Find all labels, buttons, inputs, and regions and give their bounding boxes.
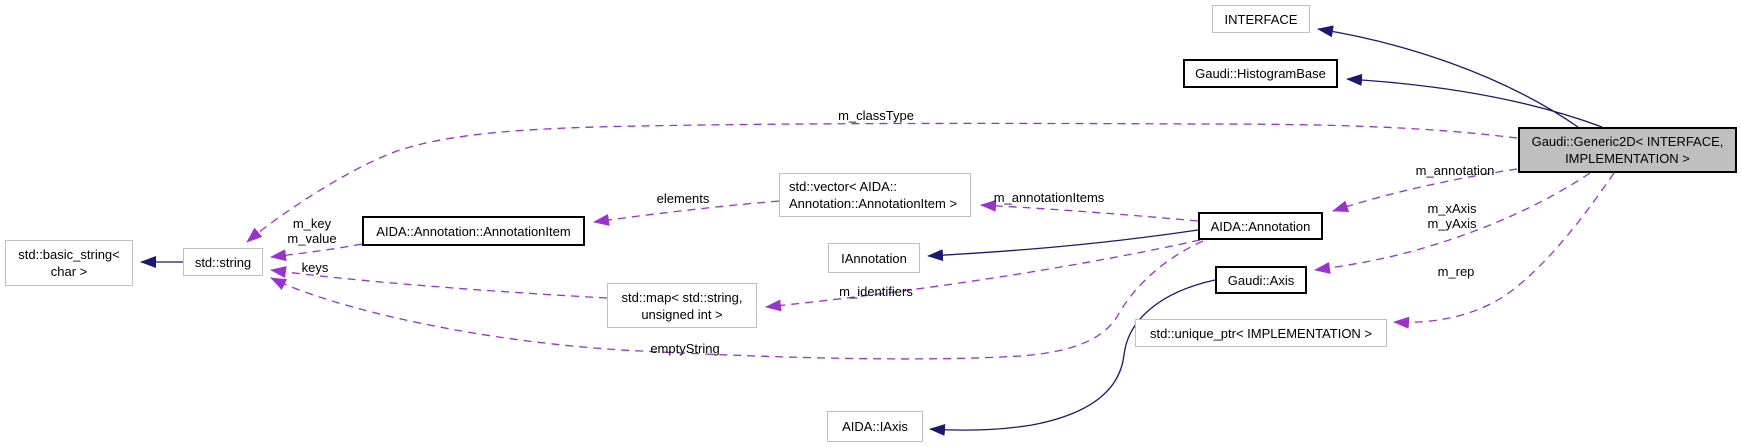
- edge-generic2d-interface: [1317, 25, 1579, 128]
- node-std-basic-string: std::basic_string< char >: [5, 240, 133, 286]
- node-gaudi-histogrambase[interactable]: Gaudi::HistogramBase: [1183, 59, 1338, 88]
- edge-mannotationitems: [980, 199, 1199, 222]
- edge-generic2d-histogrambase: [1346, 73, 1603, 128]
- edge-keys: [270, 266, 608, 299]
- node-std-string: std::string: [183, 248, 263, 276]
- edge-mrep: [1393, 172, 1615, 329]
- edge-label-m-classtype: m_classType: [838, 108, 914, 123]
- node-gaudi-generic2d: Gaudi::Generic2D< INTERFACE, IMPLEMENTAT…: [1518, 127, 1737, 173]
- edge-label-m-key-m-value: m_key m_value: [287, 216, 337, 246]
- edge-mkey-mvalue: [270, 243, 363, 262]
- edge-mannotation: [1332, 168, 1518, 213]
- edge-label-m-identifiers: m_identifiers: [839, 284, 913, 299]
- edge-label-m-annotation: m_annotation: [1415, 163, 1495, 178]
- edge-emptystring: [270, 240, 1204, 360]
- node-iannotation: IAnnotation: [828, 243, 920, 273]
- node-aida-annotation[interactable]: AIDA::Annotation: [1198, 212, 1323, 240]
- edge-label-keys: keys: [301, 260, 329, 275]
- edge-label-emptystring: emptyString: [650, 341, 720, 356]
- edge-label-elements: elements: [656, 191, 710, 206]
- edge-mclasstype: [246, 122, 1518, 243]
- node-interface: INTERFACE: [1212, 5, 1310, 33]
- edge-axis-iaxis: [929, 279, 1216, 436]
- edge-midentifiers: [765, 239, 1201, 312]
- node-std-vector-annotationitem: std::vector< AIDA:: Annotation::Annotati…: [779, 173, 971, 217]
- edge-label-m-rep: m_rep: [1437, 264, 1475, 279]
- edge-annotation-iannotation: [927, 229, 1199, 262]
- node-std-unique-ptr: std::unique_ptr< IMPLEMENTATION >: [1135, 319, 1387, 347]
- node-std-map: std::map< std::string, unsigned int >: [607, 283, 757, 328]
- node-aida-annotation-annotationitem[interactable]: AIDA::Annotation::AnnotationItem: [362, 216, 585, 246]
- edge-label-m-annotationitems: m_annotationItems: [993, 190, 1105, 205]
- edge-label-m-xaxis-m-yaxis: m_xAxis m_yAxis: [1427, 201, 1477, 231]
- node-aida-iaxis: AIDA::IAxis: [827, 411, 923, 442]
- edge-mxaxis-myaxis: [1314, 172, 1591, 274]
- node-gaudi-axis[interactable]: Gaudi::Axis: [1215, 266, 1307, 294]
